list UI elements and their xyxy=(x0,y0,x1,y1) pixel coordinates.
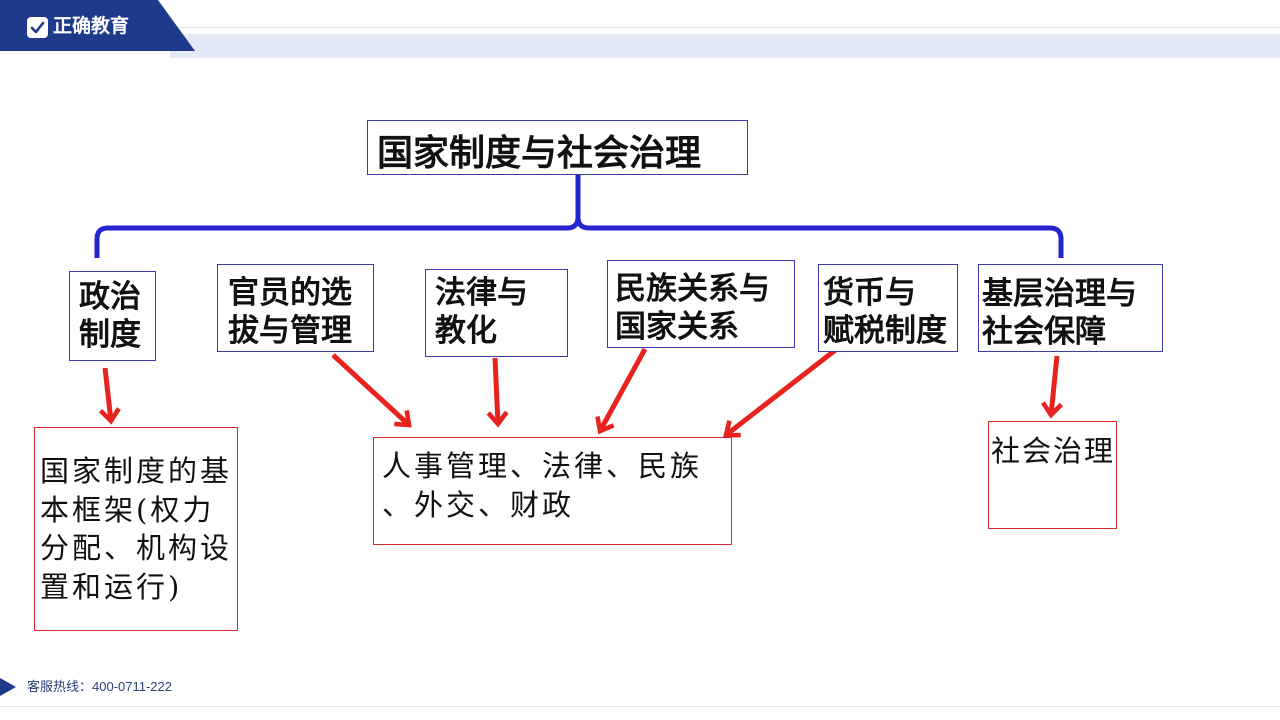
category-label-line: 政治 xyxy=(79,279,141,314)
root-node-label: 国家制度与社会治理 xyxy=(377,132,702,173)
category-label-line: 民族关系与 xyxy=(615,271,770,306)
category-label-line: 货币与 xyxy=(823,275,916,310)
brand-name: 正确教育 xyxy=(53,16,130,37)
category-label-line: 社会保障 xyxy=(982,314,1106,349)
category-label-line: 制度 xyxy=(79,317,141,352)
category-label-line: 拔与管理 xyxy=(228,313,352,348)
category-label-line: 赋税制度 xyxy=(823,313,947,348)
detail-text-line: 本框架(权力 xyxy=(40,492,215,527)
detail-node-affairs: 人事管理、法律、民族 、外交、财政 xyxy=(373,437,732,545)
category-node-ethnic-relations: 民族关系与 国家关系 xyxy=(607,260,795,348)
category-label-line: 教化 xyxy=(435,313,497,348)
detail-text-line: 人事管理、法律、民族 xyxy=(382,449,703,483)
detail-text-line: 置和运行) xyxy=(40,569,183,604)
category-label-line: 官员的选 xyxy=(228,275,352,310)
category-label-line: 法律与 xyxy=(435,275,528,310)
category-node-grassroots: 基层治理与 社会保障 xyxy=(978,264,1163,352)
detail-node-social-governance: 社会治理 xyxy=(988,421,1117,529)
category-brace xyxy=(94,174,1064,258)
detail-text-line: 分配、机构设 xyxy=(40,531,233,565)
check-icon xyxy=(27,16,48,38)
detail-text-line: 、外交、财政 xyxy=(382,487,575,522)
arrow-fiscal-to-affairs xyxy=(726,346,840,435)
category-node-fiscal: 货币与 赋税制度 xyxy=(818,264,958,352)
arrow-grassroots-to-social xyxy=(1051,355,1057,415)
category-label-line: 基层治理与 xyxy=(982,276,1137,311)
category-node-law: 法律与 教化 xyxy=(425,269,568,357)
detail-text-line: 社会治理 xyxy=(991,434,1116,468)
root-node: 国家制度与社会治理 xyxy=(367,120,748,175)
category-node-officials: 官员的选 拔与管理 xyxy=(217,264,374,352)
brand-logo: 正确教育 xyxy=(27,16,129,38)
customer-hotline: 客服热线：400-0711-222 xyxy=(27,679,172,694)
arrow-politics-to-framework xyxy=(105,367,111,421)
arrow-law-to-affairs xyxy=(495,357,498,424)
arrow-officials-to-affairs xyxy=(331,353,409,425)
arrow-ethnic-to-affairs xyxy=(600,347,648,431)
detail-node-framework: 国家制度的基 本框架(权力 分配、机构设 置和运行) xyxy=(34,427,238,631)
category-label-line: 国家关系 xyxy=(615,309,739,344)
detail-text-line: 国家制度的基 xyxy=(40,454,233,488)
category-node-politics: 政治 制度 xyxy=(69,271,156,361)
